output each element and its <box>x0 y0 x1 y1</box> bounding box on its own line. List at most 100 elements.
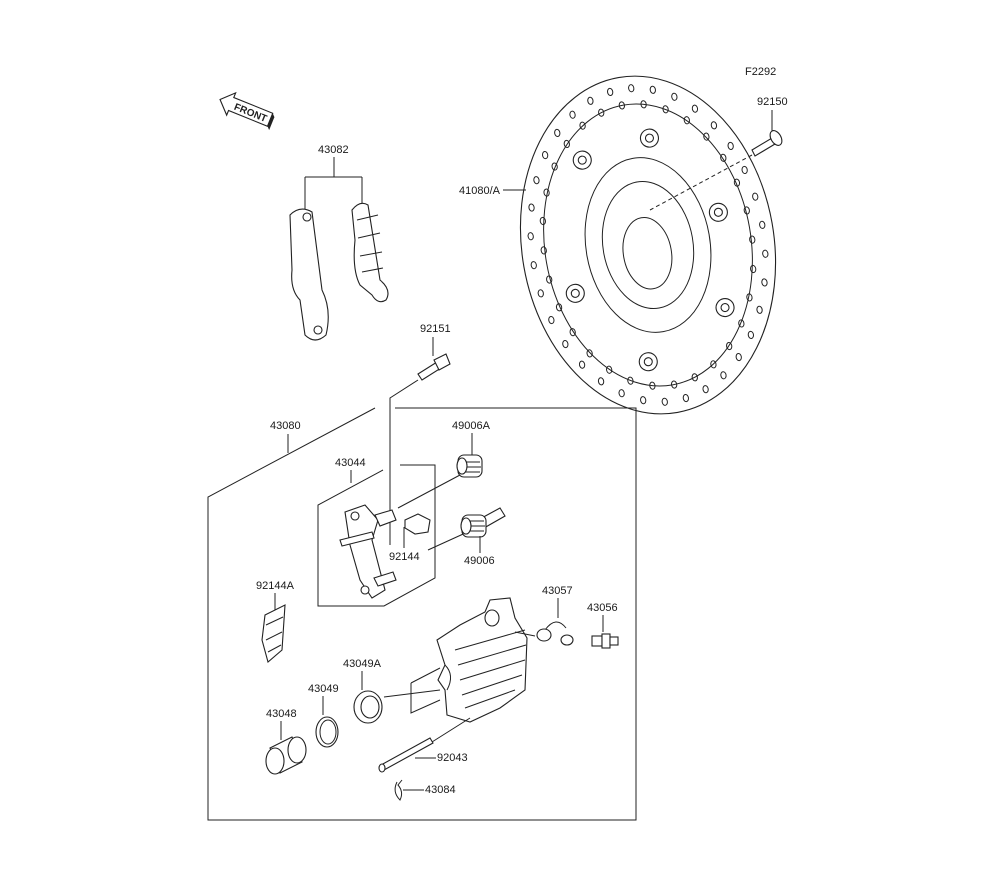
piston-43048 <box>265 736 307 775</box>
part-label-43080: 43080 <box>270 420 301 432</box>
disc-vent-hole <box>682 393 689 403</box>
disc-vent-hole <box>759 220 766 229</box>
part-label-43049: 43049 <box>308 683 339 695</box>
disc-vent-hole <box>543 188 550 197</box>
part-label-41080A: 41080/A <box>459 185 501 197</box>
disc-vent-hole <box>548 315 555 325</box>
disc-vent-hole <box>579 121 586 130</box>
bleeder-cap-43057 <box>536 621 574 646</box>
disc-vent-hole <box>627 376 634 385</box>
part-label-92043: 92043 <box>437 752 468 764</box>
disc-vent-hole <box>661 397 668 406</box>
part-label-43048: 43048 <box>266 708 297 720</box>
dust-seal-43049A <box>353 690 383 724</box>
disc-vent-hole <box>551 162 558 171</box>
disc-vent-hole <box>649 381 656 390</box>
disc-vent-hole <box>747 330 755 339</box>
disc-vent-hole <box>640 396 647 405</box>
disc-vent-hole <box>762 249 769 258</box>
disc-vent-hole <box>710 121 718 130</box>
disc-vent-hole <box>569 328 576 337</box>
disc-vent-hole <box>628 84 635 93</box>
disc-vent-hole <box>555 303 563 312</box>
r-clip-43084 <box>394 779 403 801</box>
front-arrow-icon: FRONT <box>219 91 275 131</box>
brake-pad-right <box>351 202 389 303</box>
disc-vent-hole <box>703 132 710 141</box>
part-label-92144: 92144 <box>389 551 420 563</box>
disc-vent-hole <box>586 349 593 358</box>
boot-49006 <box>460 507 506 538</box>
disc-vent-hole <box>618 389 625 398</box>
disc-vent-hole <box>670 380 678 389</box>
part-label-49006: 49006 <box>464 555 495 567</box>
part-label-43044: 43044 <box>335 457 366 469</box>
disc-vent-hole <box>720 371 727 380</box>
disc-vent-hole <box>671 92 678 101</box>
disc-vent-hole <box>569 110 576 119</box>
disc-vent-hole <box>563 139 570 149</box>
disc-vent-hole <box>743 206 750 215</box>
part-label-92151: 92151 <box>420 323 451 335</box>
disc-vent-hole <box>746 293 753 302</box>
disc-vent-hole <box>735 352 742 362</box>
disc-vent-hole <box>530 261 537 270</box>
disc-vent-hole <box>691 104 699 113</box>
disc-vent-hole <box>702 385 709 394</box>
brake-disc-41080A <box>519 75 777 415</box>
disc-vent-hole <box>720 153 727 162</box>
disc-vent-hole <box>554 128 561 138</box>
disc-vent-hole <box>540 246 547 255</box>
disc-vent-hole <box>546 275 553 284</box>
disc-vent-hole <box>649 85 656 94</box>
disc-vent-hole <box>537 289 544 298</box>
disc-vent-hole <box>741 165 748 175</box>
disc-vent-hole <box>710 360 717 369</box>
pad-spring-92144A <box>261 604 286 663</box>
disc-vent-hole <box>618 101 626 110</box>
brake-pad-left <box>289 208 329 341</box>
disc-vent-hole <box>587 96 594 105</box>
part-label-43082: 43082 <box>318 144 349 156</box>
diagram-code: F2292 <box>745 66 776 78</box>
part-label-49006A: 49006A <box>452 420 491 432</box>
disc-vent-hole <box>733 178 741 187</box>
part-label-43049A: 43049A <box>343 658 382 670</box>
caliper-assembly-outline <box>207 407 637 821</box>
disc-vent-hole <box>528 203 535 212</box>
bleeder-valve-43056 <box>591 633 619 649</box>
pad-pin-92043 <box>378 737 434 773</box>
pad-clip-92144 <box>404 513 431 535</box>
disc-vent-hole <box>533 176 540 185</box>
disc-vent-hole <box>597 377 605 386</box>
piston-seal-43049 <box>315 716 339 748</box>
disc-vent-hole <box>727 141 734 151</box>
disc-vent-hole <box>662 105 669 114</box>
disc-vent-hole <box>606 365 613 374</box>
caliper-bolt-92151 <box>417 353 451 381</box>
disc-vent-hole <box>750 264 757 274</box>
disc-vent-hole <box>607 87 614 97</box>
disc-vent-hole <box>527 232 534 241</box>
disc-vent-hole <box>761 278 768 287</box>
disc-vent-hole <box>562 339 569 349</box>
disc-vent-hole <box>752 192 759 201</box>
disc-vent-hole <box>756 305 763 314</box>
part-label-43084: 43084 <box>425 784 456 796</box>
boot-49006A <box>456 454 483 478</box>
disc-vent-hole <box>683 116 690 125</box>
disc-vent-hole <box>749 235 756 244</box>
disc-vent-hole <box>578 360 586 369</box>
disc-vent-hole <box>598 108 605 117</box>
part-label-92150: 92150 <box>757 96 788 108</box>
disc-vent-hole <box>691 373 698 382</box>
part-label-92144A: 92144A <box>256 580 295 592</box>
disc-vent-hole <box>640 100 647 109</box>
caliper-body <box>436 597 528 723</box>
disc-vent-hole <box>541 151 549 160</box>
part-label-43056: 43056 <box>587 602 618 614</box>
disc-vent-hole <box>539 216 546 226</box>
disc-vent-hole <box>738 319 745 328</box>
